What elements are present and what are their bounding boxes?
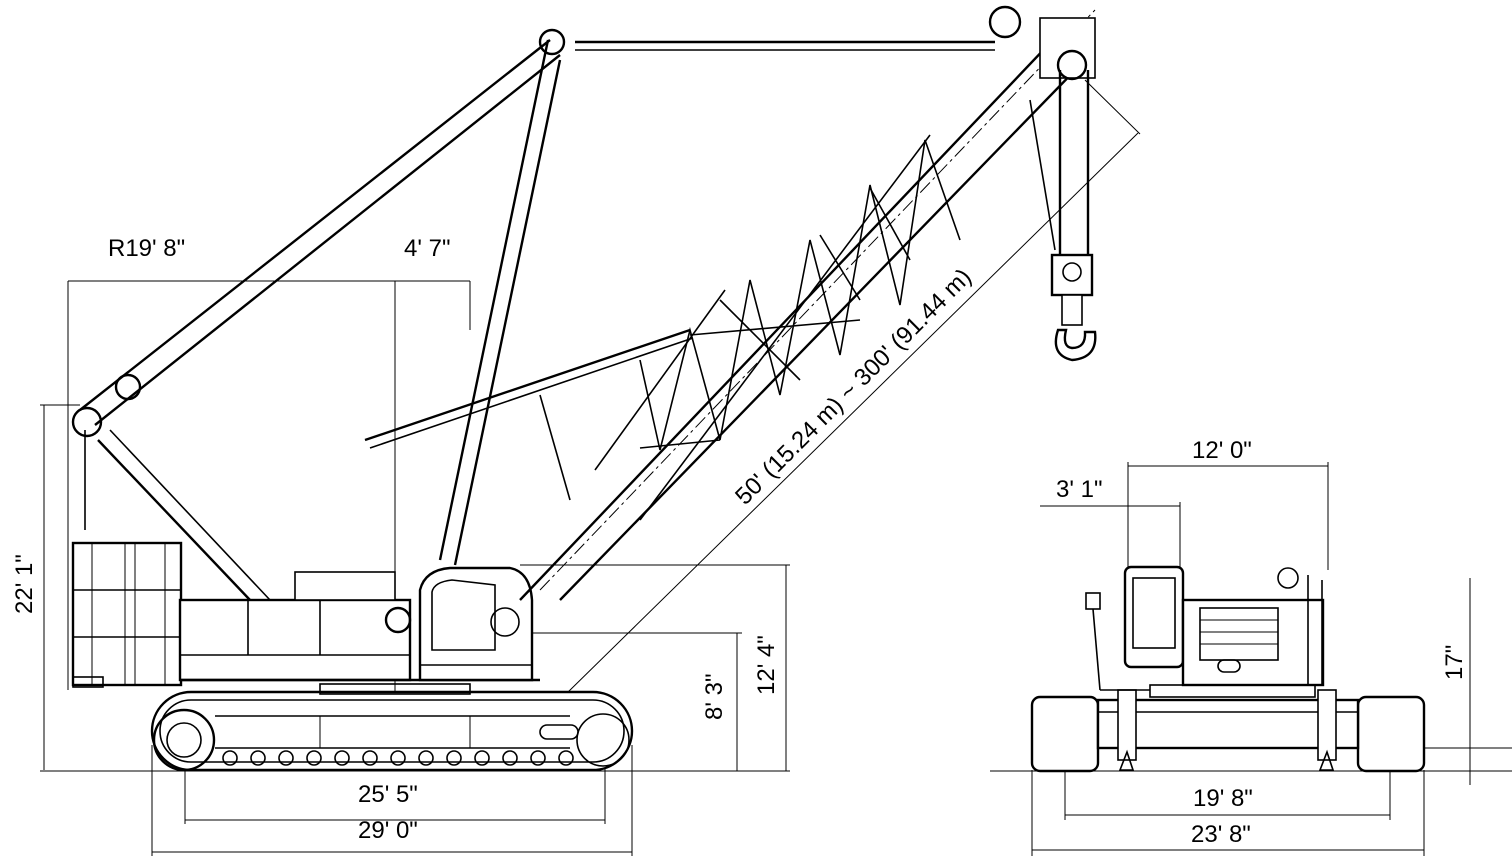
boom-offset-label: 4' 7" (404, 235, 450, 262)
side-view: R19' 8" 4' 7" 22' 1" 12' 4" 8' 3" 25' 5"… (11, 5, 1141, 856)
crawler-length-label: 29' 0" (358, 817, 418, 844)
mast-and-gantry (71, 28, 995, 601)
track-gauge-label: 19' 8" (1193, 785, 1253, 812)
rear-crawlers (1030, 689, 1426, 773)
overall-width-upper-label: 12' 0" (1192, 437, 1252, 464)
ground-clearance-label: 17" (1441, 645, 1468, 680)
overall-height-label: 22' 1" (11, 554, 38, 614)
cab-width-label: 3' 1" (1056, 476, 1102, 503)
rear-view: 12' 0" 3' 1" 17" 19' 8" 23' 8" (990, 437, 1512, 856)
tail-radius-label: R19' 8" (108, 235, 185, 262)
side-dimension-lines (40, 9, 1141, 856)
rear-upper-works (1085, 565, 1325, 698)
overall-width-label: 23' 8" (1191, 821, 1251, 848)
deck-height-label: 12' 4" (753, 635, 780, 695)
body-height-label: 8' 3" (701, 674, 728, 720)
hook-block (1029, 70, 1097, 362)
counterweight (71, 541, 183, 688)
upper-works (178, 566, 540, 695)
boom-backstop (364, 328, 694, 501)
tumbler-distance-label: 25' 5" (358, 781, 418, 808)
crawler-track (150, 690, 634, 772)
main-boom (519, 5, 1096, 601)
